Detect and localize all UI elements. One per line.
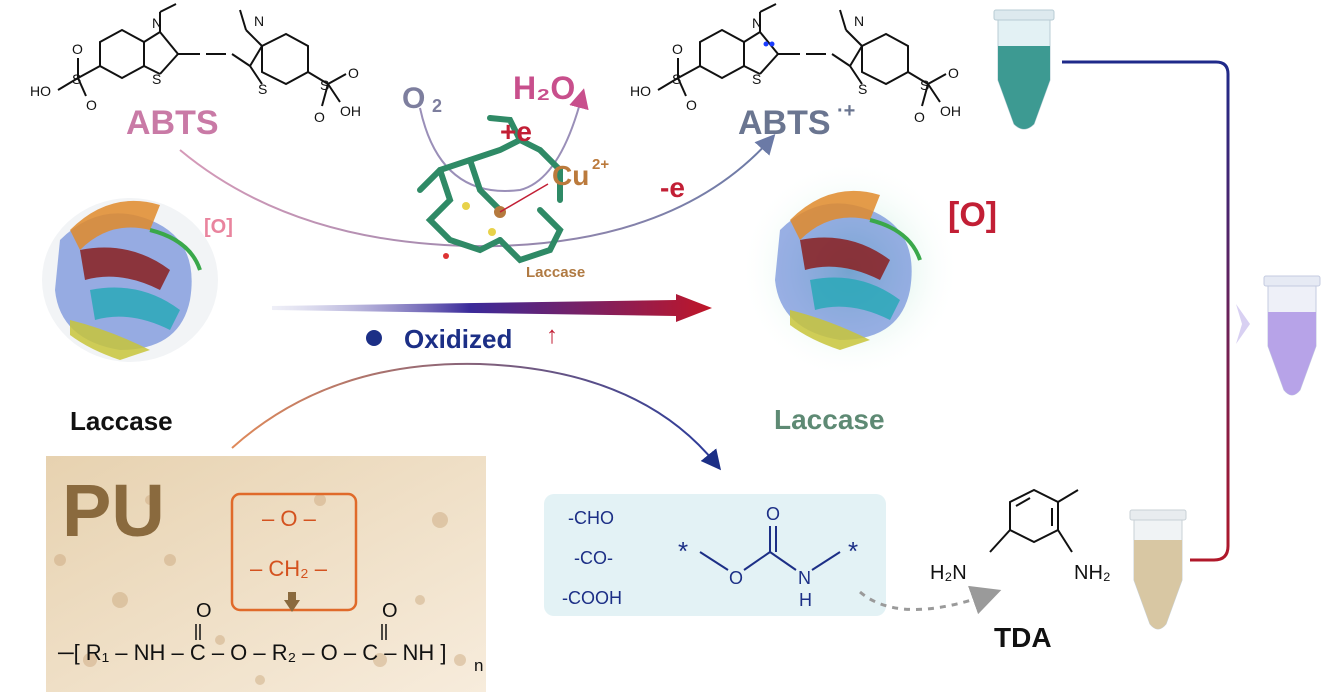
abts-rad-atom-oh: OH bbox=[940, 103, 961, 119]
electron-gain-label: +e bbox=[500, 116, 532, 147]
abts-atom-n2: N bbox=[254, 13, 264, 29]
abts-rad-atom-o3: O bbox=[948, 65, 959, 81]
water-label: H₂O bbox=[513, 70, 576, 106]
pu-degradation-arc bbox=[231, 362, 722, 471]
pu-label: PU bbox=[62, 469, 165, 552]
tube-teal bbox=[993, 9, 1055, 130]
oxidized-label: Oxidized bbox=[404, 324, 513, 354]
tube-beige bbox=[1129, 509, 1187, 630]
abts-atom-s2: S bbox=[258, 81, 267, 97]
carbamate-atom-h: H bbox=[799, 590, 812, 610]
abts-oxidation-arc bbox=[179, 134, 776, 248]
tda-amine-right: NH₂ bbox=[1074, 562, 1111, 584]
laccase-right-oxygen: [O] bbox=[948, 196, 998, 234]
oxygen-reduction-arc bbox=[419, 88, 589, 192]
product-group-co: -CO- bbox=[574, 548, 613, 568]
tube-purple bbox=[1263, 275, 1321, 396]
abts-atom-n1: N bbox=[152, 15, 162, 31]
abts-radical-molecule bbox=[657, 3, 947, 107]
abts-rad-atom-s1: S bbox=[752, 71, 761, 87]
abts-atom-ho: HO bbox=[30, 83, 51, 99]
abts-rad-atom-ho: HO bbox=[630, 83, 651, 99]
oxygen-label: O bbox=[402, 82, 426, 115]
active-site-label: Laccase bbox=[526, 264, 586, 281]
laccase-right-label: Laccase bbox=[774, 404, 885, 435]
oxidized-up-arrow-icon: ↑ bbox=[546, 322, 558, 349]
oxidation-arrow bbox=[272, 294, 712, 322]
laccase-protein-left bbox=[42, 198, 218, 362]
process-connector-line bbox=[1062, 60, 1230, 562]
pu-methylene-group: – CH₂ – bbox=[250, 556, 328, 581]
carbamate-atom-n: N bbox=[798, 568, 811, 588]
pu-repeat-index: n bbox=[474, 656, 484, 675]
carbamate-atom-o2: O bbox=[766, 504, 780, 524]
abts-radical-superscript: ·+ bbox=[837, 100, 856, 122]
laccase-left-label: Laccase bbox=[70, 406, 173, 436]
pu-carbonyl-oxygen-1: O bbox=[196, 600, 212, 622]
abts-atom-o3: O bbox=[348, 65, 359, 81]
tda-label: TDA bbox=[994, 622, 1052, 653]
abts-rad-atom-s2: S bbox=[858, 81, 867, 97]
carbamate-star-left: * bbox=[678, 536, 688, 566]
abts-atom-s3: S bbox=[72, 71, 81, 87]
abts-atom-o2: O bbox=[86, 97, 97, 113]
pu-ether-group: – O – bbox=[262, 506, 316, 531]
pu-repeat-formula: ─[ R₁ – NH – C – O – R₂ – O – C – NH ] bbox=[58, 640, 447, 665]
product-group-cho: -CHO bbox=[568, 508, 614, 528]
copper-charge: 2+ bbox=[592, 156, 610, 173]
abts-rad-atom-s4: S bbox=[920, 77, 929, 93]
product-panel bbox=[544, 494, 886, 616]
pu-carbonyl-oxygen-2: O bbox=[382, 600, 398, 622]
pu-foam-panel bbox=[46, 456, 486, 692]
abts-rad-atom-o4: O bbox=[914, 109, 925, 125]
abts-radical-charge bbox=[763, 41, 775, 47]
abts-rad-atom-o1: O bbox=[672, 41, 683, 57]
abts-rad-atom-s3: S bbox=[672, 71, 681, 87]
copper-label: Cu bbox=[552, 160, 590, 191]
abts-atom-oh: OH bbox=[340, 103, 361, 119]
carbamate-star-right: * bbox=[848, 536, 858, 566]
abts-radical-label: ABTS bbox=[738, 104, 831, 142]
abts-rad-atom-n2: N bbox=[854, 13, 864, 29]
oxidized-bullet bbox=[366, 330, 382, 346]
abts-label: ABTS bbox=[126, 104, 219, 142]
laccase-protein-right bbox=[740, 160, 960, 380]
product-group-cooh: -COOH bbox=[562, 588, 622, 608]
abts-rad-atom-n1: N bbox=[752, 15, 762, 31]
abts-atom-s1: S bbox=[152, 71, 161, 87]
abts-atom-o1: O bbox=[72, 41, 83, 57]
abts-molecule bbox=[57, 3, 347, 107]
oxygen-subscript: 2 bbox=[432, 96, 443, 116]
copper-active-site bbox=[417, 115, 564, 264]
laccase-left-oxygen: [O] bbox=[204, 216, 233, 238]
electron-loss-label: -e bbox=[660, 172, 685, 203]
abts-atom-o4: O bbox=[314, 109, 325, 125]
tube-transition-chevron bbox=[1236, 304, 1250, 344]
tda-amine-left: H₂N bbox=[930, 562, 967, 584]
abts-atom-s4: S bbox=[320, 77, 329, 93]
carbamate-atom-o: O bbox=[729, 568, 743, 588]
carbamate-structure bbox=[699, 526, 841, 571]
abts-rad-atom-o2: O bbox=[686, 97, 697, 113]
tda-molecule bbox=[989, 488, 1079, 553]
